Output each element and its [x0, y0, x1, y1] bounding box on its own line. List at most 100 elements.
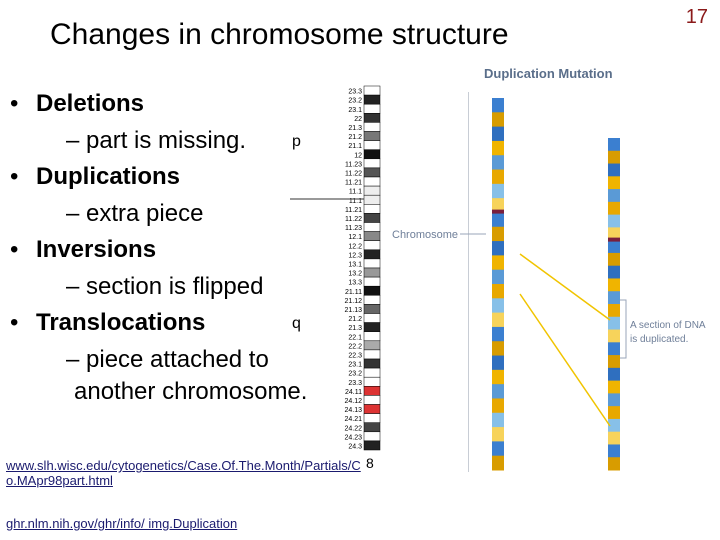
band-label: 24.3	[348, 444, 362, 451]
chromosome-segment	[608, 444, 620, 458]
chromosome-segment	[608, 138, 620, 152]
chromosome-segment	[608, 380, 620, 394]
chromosome-band	[363, 431, 381, 442]
zoom-line-bottom	[519, 293, 611, 427]
link-line[interactable]: www.slh.wisc.edu/cytogenetics/Case.Of.Th…	[6, 458, 361, 473]
chromosome-original	[492, 98, 504, 471]
divider	[468, 92, 469, 472]
chromosome-segment	[608, 418, 620, 433]
band-label: 11.21	[345, 180, 362, 187]
chromosome-segment	[492, 284, 504, 299]
centromere	[492, 209, 504, 214]
band-label: 23.2	[348, 371, 362, 378]
chromosome-band	[363, 358, 381, 369]
link-line[interactable]: o.MApr98part.html	[6, 473, 113, 488]
chromosome-segment	[608, 189, 620, 203]
source-link-2[interactable]: ghr.nlm.nih.gov/ghr/info/ img.Duplicatio…	[6, 516, 238, 531]
chromosome-segment	[492, 112, 504, 128]
chromosome-band	[363, 103, 381, 114]
band-label: 22.2	[348, 343, 362, 350]
band-label: 12	[354, 152, 362, 159]
bullet-label: Duplications	[36, 163, 181, 190]
chromosome-segment	[492, 341, 504, 357]
chromosome-segment	[608, 265, 620, 279]
band-label: 21.1	[348, 143, 362, 150]
band-label: 11.21	[345, 207, 362, 214]
chromosome-segment	[492, 140, 504, 156]
arm-p-label: p	[292, 133, 301, 150]
chromosome-band	[363, 440, 381, 451]
chromosome-segment	[608, 316, 620, 331]
chromosome-band	[363, 249, 381, 260]
bullet-detail-continued: another chromosome.	[74, 378, 308, 405]
band-label: 23.2	[348, 98, 362, 105]
chromosome-segment	[608, 367, 620, 382]
bullet-duplications: Duplications	[8, 159, 338, 196]
chromosome-segment	[492, 326, 504, 342]
chromosome-segment	[492, 98, 504, 113]
chromosome-segment	[492, 126, 504, 142]
chromosome-segment	[492, 169, 504, 185]
chromosome-segment	[492, 241, 504, 256]
chromosome-segment	[608, 278, 620, 292]
arm-q-label: q	[292, 315, 301, 332]
chromosome-band	[363, 413, 381, 423]
chromosome-segment	[608, 393, 620, 407]
chromosome-segment	[492, 312, 504, 328]
chromosome-segment	[608, 431, 620, 445]
band-label: 11.1	[349, 198, 362, 205]
band-label: 12.1	[348, 234, 362, 241]
band-label: 21.12	[344, 298, 362, 305]
band-labels: 23.323.223.12221.321.221.11211.2311.2211…	[344, 89, 362, 451]
chromosome-segment	[492, 398, 504, 414]
annotation-line-1: A section of DNA	[630, 320, 706, 331]
band-label: 24.13	[344, 407, 362, 414]
bullet-detail: – section is flipped	[66, 272, 264, 300]
band-label: 21.2	[348, 316, 362, 323]
band-label: 12.2	[348, 243, 362, 250]
band-label: 11.23	[345, 161, 362, 168]
chromosome-band	[363, 276, 381, 287]
chromosome-segment	[608, 150, 620, 165]
bullet-label: Inversions	[36, 236, 157, 263]
chromosome-segment	[608, 457, 620, 471]
chromosome-band	[363, 158, 381, 169]
chromosome-segment	[492, 455, 504, 471]
zoom-line-top	[519, 253, 611, 321]
chromosome-band	[363, 304, 381, 314]
band-label: 22.1	[348, 334, 362, 341]
bullet-detail: – piece attached to	[66, 345, 269, 373]
band-label: 11.23	[345, 225, 362, 232]
band-label: 24.22	[344, 425, 362, 432]
band-label: 24.12	[344, 398, 362, 405]
chromosome-label: Chromosome	[392, 229, 458, 241]
centromere	[608, 237, 620, 242]
annotation-bracket	[620, 299, 627, 359]
chromosome-band	[363, 140, 381, 150]
chromosome-segment	[608, 201, 620, 216]
chromosome-band	[363, 113, 381, 123]
band-label: 21.2	[348, 134, 362, 141]
duplication-figure: 23.323.223.12221.321.221.11211.2311.2211…	[290, 66, 706, 472]
chromosome-band	[363, 176, 381, 187]
annotation-line-2: is duplicated.	[630, 334, 688, 345]
chromosome-band	[363, 149, 381, 160]
chromosome-band	[363, 422, 381, 433]
band-label: 13.2	[348, 271, 362, 278]
band-label: 24.11	[345, 389, 362, 396]
source-link-1[interactable]: www.slh.wisc.edu/cytogenetics/Case.Of.Th…	[6, 458, 361, 488]
chromosome-band	[363, 185, 381, 196]
chromosome-band	[363, 94, 381, 105]
chromosome-band	[363, 167, 381, 178]
chromosome-band	[363, 376, 381, 387]
chromosome-segment	[492, 412, 504, 428]
band-label: 23.3	[348, 380, 362, 387]
chromosome-segment	[492, 198, 504, 213]
chromosome-segment	[608, 240, 620, 254]
band-label: 13.3	[348, 280, 362, 287]
chromosome-segment	[608, 342, 620, 356]
chromosome-segment	[608, 163, 620, 177]
band-label: 21.11	[345, 289, 362, 296]
band-label: 23.1	[348, 362, 362, 369]
